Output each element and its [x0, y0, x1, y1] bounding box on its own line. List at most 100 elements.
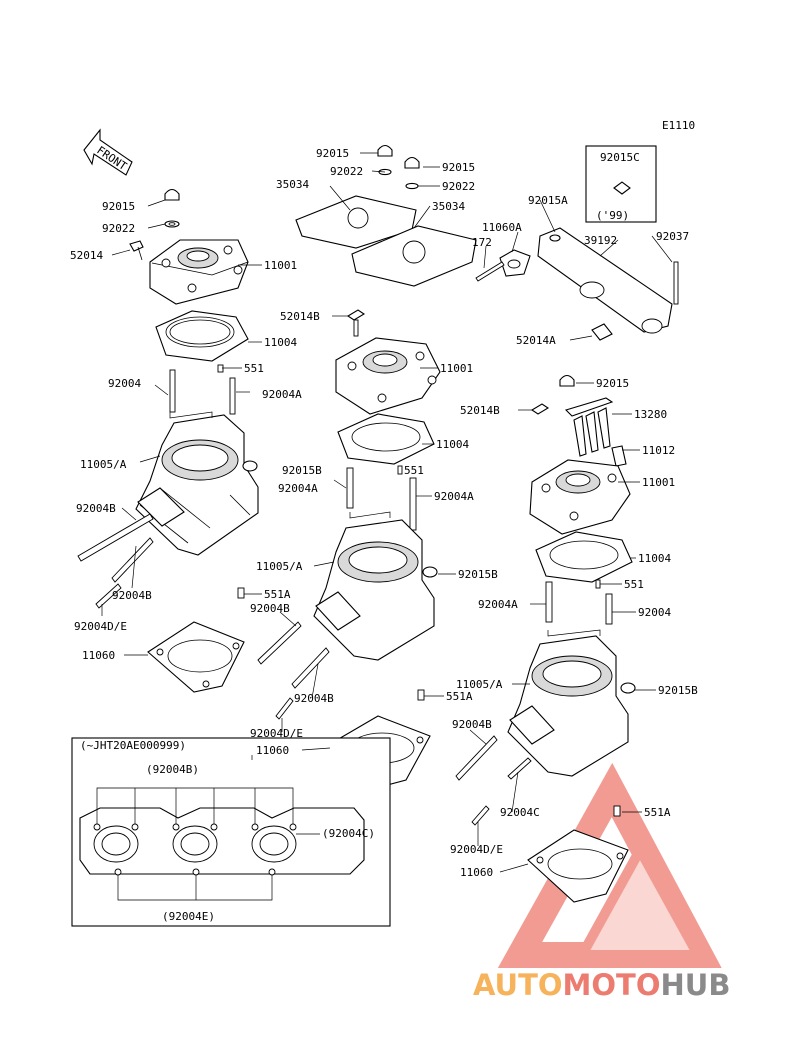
- callout: 92004A: [278, 482, 318, 495]
- callout: 52014A: [516, 334, 556, 347]
- callout: 11004: [264, 336, 297, 349]
- callout: 92022: [442, 180, 475, 193]
- base-gasket-1-icon: [147, 621, 245, 693]
- bolt-icon: [591, 323, 613, 341]
- head-gasket-3-icon: [535, 531, 633, 583]
- callout: 551: [244, 362, 264, 375]
- stud-icon: [605, 593, 613, 625]
- cylinder-2-icon: [313, 519, 438, 661]
- cap-nut-icon: [613, 181, 631, 195]
- stud-icon: [346, 467, 354, 509]
- callout: 92004B: [112, 589, 152, 602]
- callout: 11005/A: [80, 458, 127, 471]
- callout: 551: [404, 464, 424, 477]
- exhaust-cover-icon: [295, 195, 477, 287]
- callout: 92004B: [250, 602, 290, 615]
- callout: 39192: [584, 234, 617, 247]
- callout: 92004D/E: [250, 727, 303, 740]
- callout: 11060: [82, 649, 115, 662]
- callout: 92004D/E: [74, 620, 127, 633]
- inset-bottom-label: (92004E): [162, 910, 215, 923]
- callout: 11060: [460, 866, 493, 879]
- stud-icon: [229, 377, 236, 415]
- front-arrow-icon: FRONT: [83, 128, 133, 176]
- callout-labels: 92015 92022 52014 11001 11004 92004 551 …: [70, 147, 698, 879]
- callout: 35034: [276, 178, 309, 191]
- callout: 92015C: [600, 151, 640, 164]
- inset-title: (~JHT20AE000999): [80, 739, 186, 752]
- inset-box: (~JHT20AE000999) (92004B) (92004C) (9200…: [71, 737, 391, 927]
- inset-top-label: (92004B): [146, 763, 199, 776]
- watermark-hub: HUB: [661, 968, 731, 1002]
- callout: 92004B: [452, 718, 492, 731]
- base-gasket-3-icon: [527, 829, 629, 903]
- callout: 92004A: [434, 490, 474, 503]
- bolt-set-icon: [257, 621, 330, 720]
- callout: 11060: [256, 744, 289, 757]
- cap-nut-icon: [559, 374, 575, 387]
- callout: 551A: [264, 588, 291, 601]
- callout: ('99): [596, 209, 629, 222]
- callout: 92004A: [478, 598, 518, 611]
- callout: 92004B: [76, 502, 116, 515]
- cylinder-head-1-icon: [149, 239, 249, 305]
- callout: 92037: [656, 230, 689, 243]
- callout: 52014B: [460, 404, 500, 417]
- callout: 92004A: [262, 388, 302, 401]
- callout: 92004: [108, 377, 141, 390]
- callout: 92015: [442, 161, 475, 174]
- dowel-pin-icon: [397, 465, 403, 475]
- gasket-small-icon: [475, 234, 561, 282]
- callout: 11004: [436, 438, 469, 451]
- callout: 11001: [264, 259, 297, 272]
- callout: 92015: [102, 200, 135, 213]
- dowel-pin-icon: [237, 587, 245, 599]
- callout: 172: [472, 236, 492, 249]
- dowel-pin-icon: [417, 689, 425, 701]
- callout: 92015B: [658, 684, 698, 697]
- callout: 11005/A: [456, 678, 503, 691]
- callout: 551A: [644, 806, 671, 819]
- callout: 92022: [102, 222, 135, 235]
- stud-icon: [169, 369, 176, 413]
- callout: 551: [624, 578, 644, 591]
- callout: 92004: [638, 606, 671, 619]
- callout: 11005/A: [256, 560, 303, 573]
- callout: 92004B: [294, 692, 334, 705]
- bolt-set-icon: [77, 513, 154, 609]
- cylinder-1-icon: [135, 414, 259, 556]
- diagram-code: E1110: [662, 119, 695, 132]
- callout: 92015B: [458, 568, 498, 581]
- bolt-set-icon: [455, 735, 532, 826]
- svg-text:AUTOMOTOHUB: AUTOMOTOHUB: [473, 968, 730, 1002]
- callout: 35034: [432, 200, 465, 213]
- inset-right-label: (92004C): [322, 827, 375, 840]
- cylinder-head-2-icon: [335, 337, 441, 415]
- callout: 13280: [634, 408, 667, 421]
- callout: 11012: [642, 444, 675, 457]
- callout: 11060A: [482, 221, 522, 234]
- callout: 92022: [330, 165, 363, 178]
- cylinder-3-icon: [507, 635, 636, 777]
- stud-icon: [545, 581, 553, 623]
- reed-valve-icon: [564, 397, 627, 467]
- dowel-pin-icon: [595, 579, 601, 589]
- cylinder-head-3-icon: [529, 459, 631, 535]
- callout: 92015: [316, 147, 349, 160]
- callout: 92015: [596, 377, 629, 390]
- watermark: AUTOMOTOHUB: [473, 762, 730, 1002]
- callout: 551A: [446, 690, 473, 703]
- watermark-moto: MOTO: [563, 968, 661, 1002]
- dowel-pin-icon: [613, 805, 621, 817]
- exhaust-pipe-icon: [537, 227, 679, 334]
- bolt-icon: [530, 403, 550, 415]
- stud-icon: [409, 477, 417, 531]
- callout: 11004: [638, 552, 671, 565]
- callout: 11001: [642, 476, 675, 489]
- callout: 92004D/E: [450, 843, 503, 856]
- bolt-icon: [353, 319, 359, 337]
- callout: 92004C: [500, 806, 540, 819]
- bolt-icon: [346, 309, 366, 321]
- head-gasket-2-icon: [337, 413, 435, 465]
